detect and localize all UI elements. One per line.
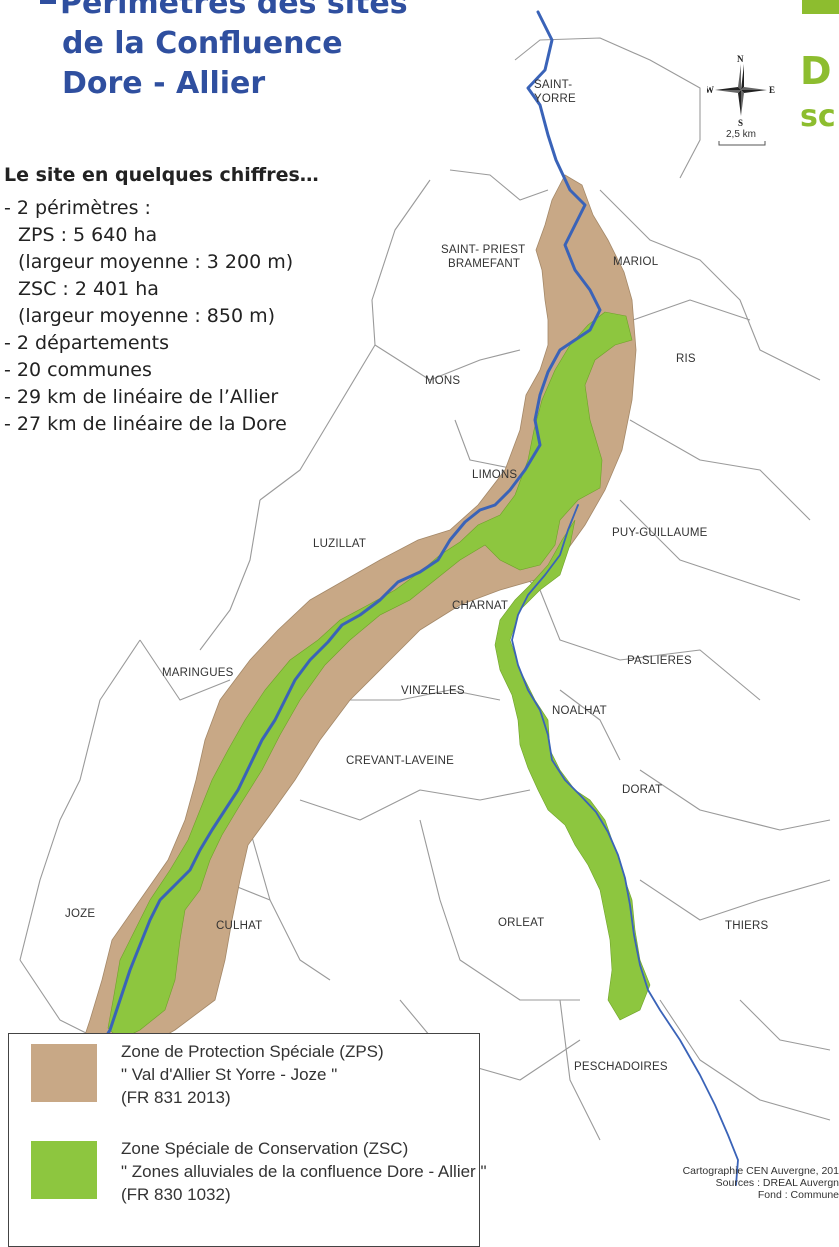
title-line2: de la Confluence — [62, 26, 343, 61]
stats-line: - 29 km de linéaire de l’Allier — [4, 386, 279, 408]
label-ris: RIS — [676, 353, 696, 365]
stats-line: - 27 km de linéaire de la Dore — [4, 413, 287, 435]
legend-text-zsc: Zone Spéciale de Conservation (ZSC) " Zo… — [121, 1137, 501, 1206]
stats-line: - 20 communes — [4, 359, 152, 381]
scale-bar — [718, 141, 766, 146]
legend-swatch-zps — [31, 1044, 97, 1102]
stats-line: ZPS : 5 640 ha — [18, 224, 158, 246]
label-paslieres: PASLIERES — [627, 655, 692, 667]
label-joze: JOZE — [65, 908, 95, 920]
credits-line2: Sources : DREAL Auvergn — [715, 1177, 839, 1189]
commune-labels: SAINT- YORRE SAINT- PRIEST BRAMEFANT MAR… — [65, 79, 769, 1073]
accent-bar — [802, 0, 839, 14]
label-orleat: ORLEAT — [498, 917, 544, 929]
label-saint-priest-1: SAINT- PRIEST — [441, 244, 525, 256]
label-noalhat: NOALHAT — [552, 705, 607, 717]
compass-rose-icon: N S E W 2,5 km — [707, 54, 775, 146]
scale-label: 2,5 km — [726, 129, 756, 140]
label-saint-priest-2: BRAMEFANT — [448, 258, 520, 270]
credits-line3: Fond : Commune — [757, 1189, 839, 1201]
stats-line: - 2 départements — [4, 332, 170, 354]
credits-line1: Cartographie CEN Auvergne, 201 — [682, 1165, 839, 1177]
legend-text-zps: Zone de Protection Spéciale (ZPS) " Val … — [121, 1040, 501, 1109]
right-title-line2: sc — [800, 99, 836, 134]
label-saint-yorre-2: YORRE — [534, 93, 576, 105]
label-dorat: DORAT — [622, 784, 662, 796]
label-maringues: MARINGUES — [162, 667, 234, 679]
legend-zps-line1: Zone de Protection Spéciale (ZPS) — [121, 1042, 384, 1061]
label-thiers: THIERS — [725, 920, 769, 932]
stats-line: - 2 périmètres : — [4, 197, 151, 219]
page-title: Périmètres des sites de la Confluence Do… — [40, 0, 408, 104]
label-charnat: CHARNAT — [452, 600, 508, 612]
compass-w: W — [707, 85, 714, 95]
stats-heading: Le site en quelques chiffres… — [4, 164, 319, 186]
label-mariol: MARIOL — [613, 256, 659, 268]
label-limons: LIMONS — [472, 469, 517, 481]
zsc-area — [107, 311, 651, 1041]
site-stats: Le site en quelques chiffres… - 2 périmè… — [4, 162, 319, 438]
label-crevant-laveine: CREVANT-LAVEINE — [346, 755, 454, 767]
right-title: D sc — [800, 48, 836, 140]
title-line1: Périmètres des sites — [60, 0, 408, 21]
title-line3: Dore - Allier — [62, 66, 266, 101]
legend-zsc-line1: Zone Spéciale de Conservation (ZSC) — [121, 1139, 409, 1158]
label-mons: MONS — [425, 375, 460, 387]
label-culhat: CULHAT — [216, 920, 262, 932]
right-title-line1: D — [800, 49, 832, 93]
dore-river — [511, 504, 739, 1186]
stats-line: (largeur moyenne : 850 m) — [18, 305, 276, 327]
stats-line: ZSC : 2 401 ha — [18, 278, 159, 300]
legend-zsc-line2: " Zones alluviales de la confluence Dore… — [121, 1162, 487, 1181]
map-legend: Zone de Protection Spéciale (ZPS) " Val … — [8, 1033, 486, 1247]
stats-line: (largeur moyenne : 3 200 m) — [18, 251, 294, 273]
label-saint-yorre-1: SAINT- — [534, 79, 572, 91]
legend-zsc-line3: (FR 830 1032) — [121, 1185, 231, 1204]
compass-s: S — [738, 118, 743, 128]
allier-river — [78, 10, 602, 1077]
label-luzillat: LUZILLAT — [313, 538, 366, 550]
map-credits: Cartographie CEN Auvergne, 201 Sources :… — [640, 1165, 839, 1201]
compass-n: N — [737, 54, 744, 64]
label-peschadoires: PESCHADOIRES — [574, 1061, 668, 1073]
title-bullet — [40, 0, 56, 4]
label-vinzelles: VINZELLES — [401, 685, 465, 697]
legend-swatch-zsc — [31, 1141, 97, 1199]
legend-zps-line2: " Val d'Allier St Yorre - Joze " — [121, 1065, 338, 1084]
label-puy-guillaume: PUY-GUILLAUME — [612, 527, 708, 539]
legend-zps-line3: (FR 831 2013) — [121, 1088, 231, 1107]
compass-e: E — [769, 85, 775, 95]
